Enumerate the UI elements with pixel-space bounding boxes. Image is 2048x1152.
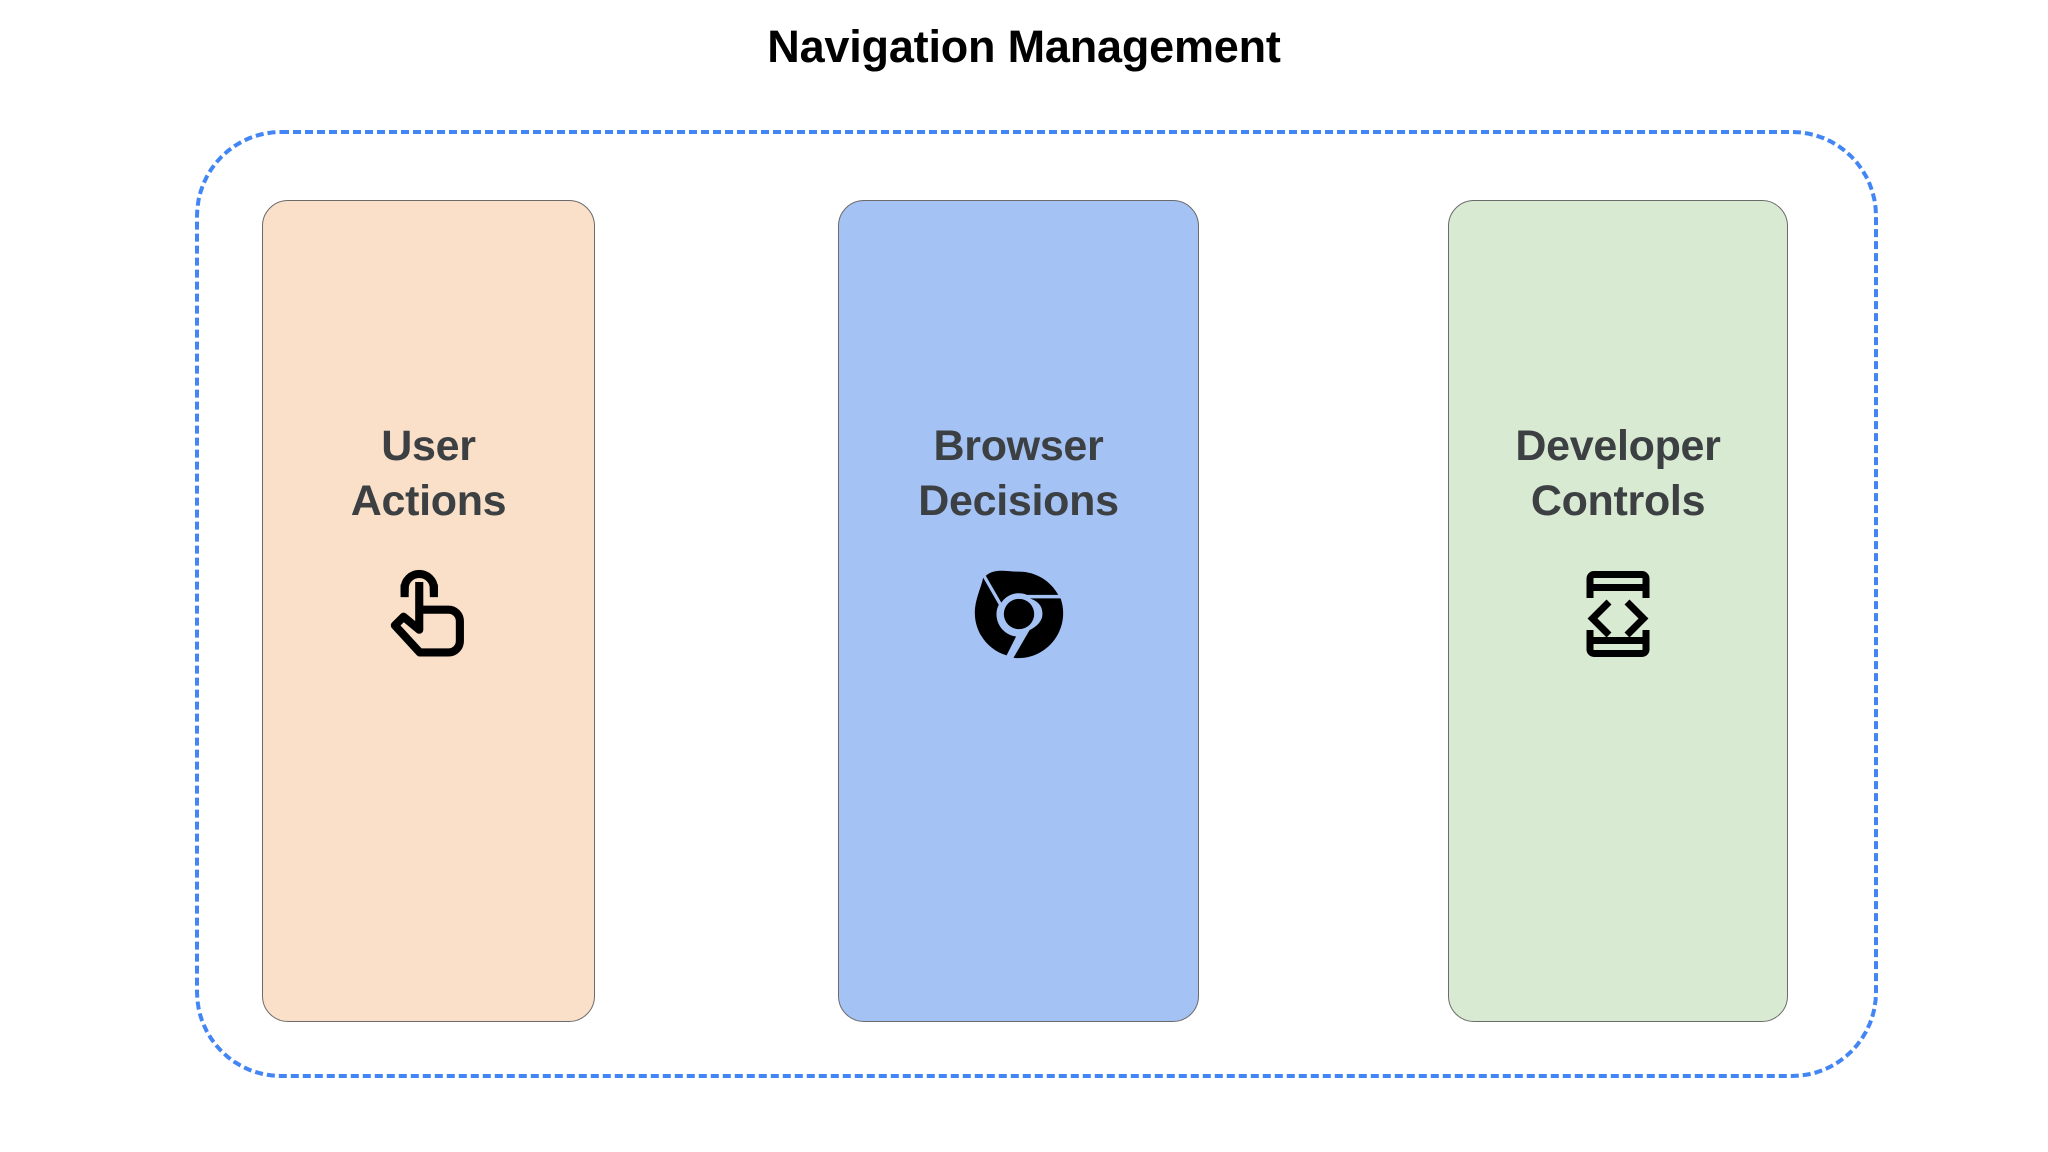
card-browser-decisions[interactable]: Browser Decisions xyxy=(838,200,1199,1022)
navigation-management-group-frame xyxy=(195,130,1878,1078)
card-user-actions[interactable]: User Actions xyxy=(262,200,595,1022)
cards-row: User Actions Browser Decisions xyxy=(195,200,1878,1022)
chrome-logo-icon xyxy=(967,562,1071,666)
card-developer-controls[interactable]: Developer Controls xyxy=(1448,200,1788,1022)
touch-app-icon xyxy=(377,562,481,666)
card-browser-decisions-label: Browser Decisions xyxy=(918,422,1119,525)
card-user-actions-label: User Actions xyxy=(350,422,507,525)
developer-mode-icon xyxy=(1566,562,1670,666)
page-title: Navigation Management xyxy=(767,21,1281,72)
card-developer-controls-label: Developer Controls xyxy=(1515,422,1721,525)
